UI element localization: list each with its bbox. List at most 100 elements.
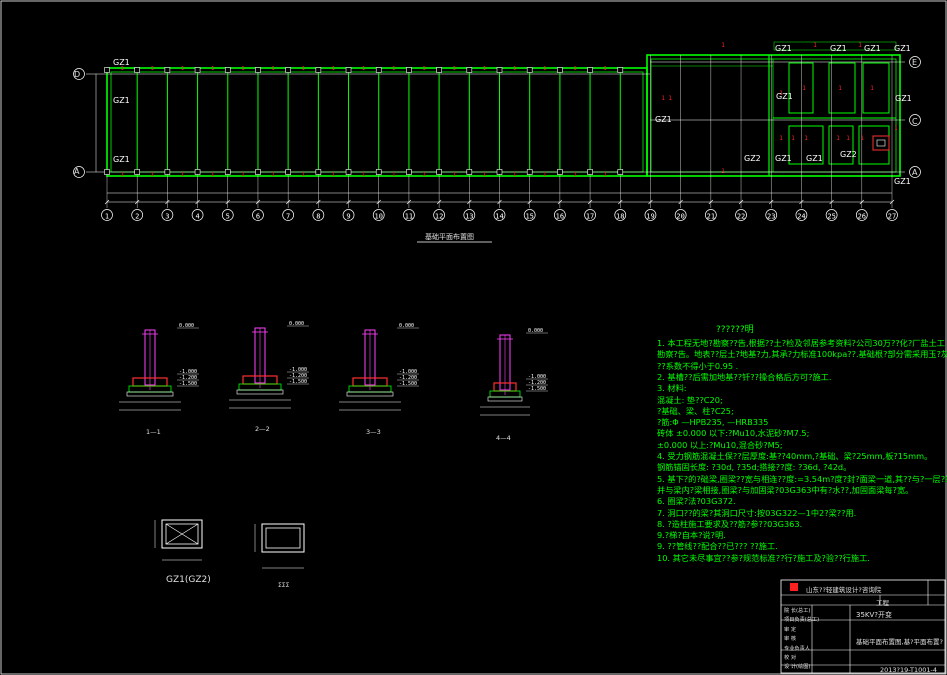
column-square [134, 169, 140, 175]
level-label: -1.500 [289, 379, 307, 385]
grid-col-label: 6 [256, 213, 260, 221]
dim-tick [104, 199, 110, 205]
red-mark: 1 [894, 125, 898, 132]
red-mark: 1 [241, 66, 244, 72]
level-label: -1.200 [528, 380, 546, 386]
dim-tick [195, 199, 200, 205]
column-tag: GZ1 [895, 94, 912, 103]
note-line: ±0.000 以上:?Mu10,混合砂?M5; [657, 439, 783, 450]
dim-tick [497, 199, 502, 205]
grid-bubble [493, 209, 506, 221]
red-mark: 1 [573, 172, 576, 178]
note-line: 并与梁内?梁相接,圈梁?与加固梁?03G363中有?水??,加固面梁每?宽。 [657, 484, 914, 495]
column-tag: GZ1 [806, 154, 823, 163]
dim-tick [316, 199, 321, 205]
red-mark: 1 [271, 172, 274, 178]
grid-col-label: 20 [676, 213, 684, 221]
dim-tick [436, 199, 442, 205]
red-mark: 1 [302, 172, 305, 178]
grid-bubble [674, 209, 687, 221]
title-block-row: 项目负责(总工) [784, 617, 820, 624]
note-line: 3. 材料: [657, 383, 687, 394]
column-square [134, 67, 140, 73]
grid-col-label: 23 [767, 213, 775, 221]
dim-tick [769, 199, 774, 205]
note-line: 7. 洞口??的梁?其洞口尺寸:按03G322—1中2?梁??用. [657, 507, 857, 518]
dim-tick [829, 199, 834, 205]
grid-row-label-right: C [912, 117, 918, 126]
red-mark: 1 [362, 172, 365, 178]
column-tag-2: GZ2 [744, 154, 761, 163]
dim-tick [376, 199, 381, 205]
column-square [617, 169, 624, 175]
grid-col-label: 2 [135, 213, 139, 221]
dim-tick [648, 199, 653, 205]
column-square [345, 67, 352, 73]
section-bed [236, 389, 284, 395]
column-square [466, 67, 473, 73]
dim-tick [738, 199, 744, 205]
tb-project: 35KV?开变 [856, 611, 893, 619]
dim-tick [889, 199, 895, 205]
section-label: 2—2 [255, 425, 270, 433]
level-label: -1.500 [528, 386, 546, 392]
column-tag: GZ1 [113, 155, 130, 164]
column-tag: GZ1 [113, 96, 130, 105]
column-square [255, 169, 261, 175]
red-mark: 1 [211, 172, 214, 178]
column-square [315, 67, 322, 73]
red-mark: 1 [181, 66, 184, 72]
red-mark: 1 [860, 135, 864, 142]
section-bed [126, 391, 174, 397]
column-square [466, 169, 473, 175]
red-mark: 1 [271, 66, 274, 72]
grid-bubble [855, 209, 868, 221]
title-block-row: 校 对 [784, 655, 797, 661]
dim-tick [859, 199, 865, 205]
red-mark: 1 [151, 66, 154, 72]
title-block-row: 审 定 [784, 626, 797, 633]
section-label: 1—1 [146, 428, 161, 436]
level-label: -1.200 [179, 375, 197, 381]
grid-bubble [463, 209, 476, 221]
dim-tick [225, 199, 230, 205]
column-tag: GZ1 [864, 44, 881, 53]
dim-tick [285, 199, 291, 205]
grid-bubble [433, 209, 445, 221]
grid-col-label: 15 [525, 213, 533, 221]
level-label: 0.000 [399, 323, 414, 329]
tb-stage: 工程 [876, 599, 889, 607]
note-line: 钢筋锚固长度: ?30d, ?35d;搭接??度: ?36d, ?42d。 [657, 462, 852, 473]
column-square [194, 169, 201, 175]
red-mark: 1 [543, 172, 546, 178]
gz-detail-2 [254, 523, 305, 569]
column-tag-2: GZ2 [840, 150, 857, 159]
grid-bubble [131, 209, 144, 221]
dim-tick [406, 199, 412, 205]
grid-row-bubble [909, 166, 921, 178]
column-tag: GZ1 [113, 58, 130, 67]
column-square [104, 67, 110, 73]
red-mark: 1 [846, 135, 850, 142]
dim-tick [678, 199, 683, 205]
note-line: 9. ??管线??配合??已??? ??施工. [657, 541, 778, 552]
grid-bubble [282, 209, 295, 221]
red-mark: 1 [332, 172, 335, 178]
column-square [224, 169, 231, 175]
column-square [255, 67, 261, 73]
red-mark: 1 [779, 90, 783, 97]
red-mark: 1 [802, 85, 806, 92]
column-tag: GZ1 [655, 115, 672, 124]
section-bed [487, 396, 523, 402]
grid-col-label: 19 [646, 213, 654, 221]
level-label: -1.000 [179, 369, 197, 375]
plan-title: 基础平面布置图 [425, 233, 474, 241]
grid-col-label: 18 [616, 213, 624, 221]
red-mark: 1 [422, 172, 425, 178]
grid-bubble [795, 209, 808, 221]
red-mark: 1 [661, 95, 665, 102]
grid-bubble [886, 209, 898, 221]
